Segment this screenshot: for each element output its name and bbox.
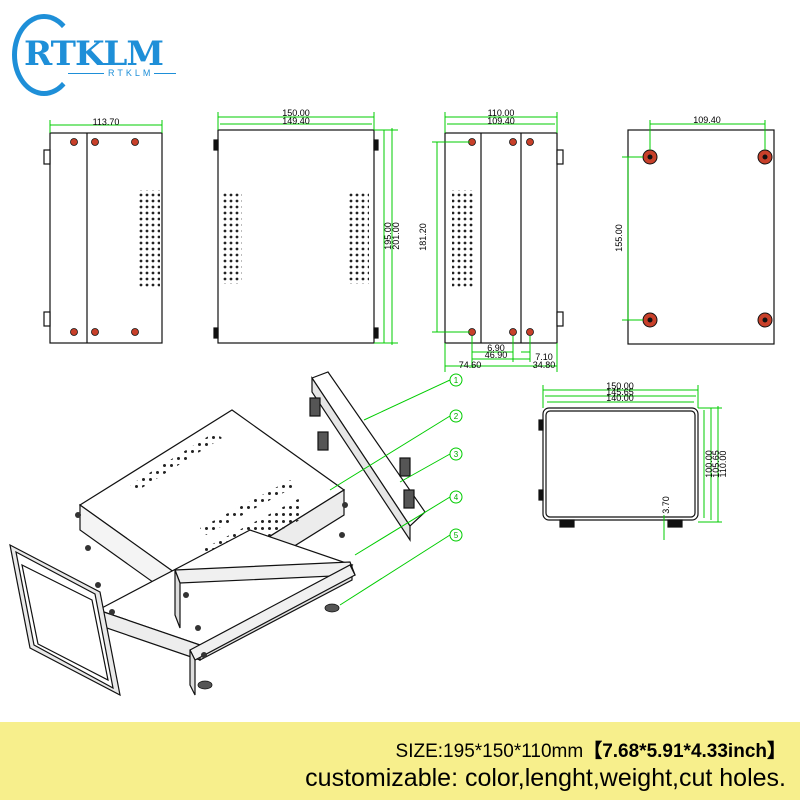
logo-rule-right <box>154 73 176 74</box>
bottom-feet <box>642 149 773 328</box>
callout-2: 2 <box>454 412 459 421</box>
front-view-outline <box>217 129 375 344</box>
technical-drawing: 113.70 150.00 149.40 195.00 201.00 <box>9 108 775 697</box>
dim-end-h1: 100.00 <box>704 450 714 478</box>
back-screws <box>468 138 534 336</box>
callout-circle-3 <box>449 447 463 461</box>
callout-circle-1 <box>449 373 463 387</box>
info-banner: SIZE:195*150*110mm【7.68*5.91*4.33inch】 c… <box>0 722 800 800</box>
dim-bottom-width: 109.40 <box>693 115 721 125</box>
size-inch: 【7.68*5.91*4.33inch】 <box>583 741 786 762</box>
dim-back-d5: 34.80 <box>533 360 556 370</box>
end-view-outline <box>542 407 699 521</box>
callout-3: 3 <box>454 450 459 459</box>
bottom-view <box>627 129 775 345</box>
front-vent-right <box>349 192 369 284</box>
back-view <box>444 132 564 344</box>
dim-end-h2: 105.65 <box>711 450 721 478</box>
front-dimension <box>217 112 398 345</box>
dim-end-w1: 150.00 <box>606 381 634 391</box>
logo-rule-left <box>68 73 104 74</box>
logo-text: RTKLM <box>24 34 164 74</box>
dim-back-inner: 109.40 <box>487 116 515 126</box>
back-vent-holes <box>452 190 474 288</box>
dim-side-width: 113.70 <box>93 117 120 127</box>
dim-end-h3: 110.00 <box>718 451 728 478</box>
dim-back-height: 181.20 <box>418 223 428 251</box>
end-dimension <box>542 385 722 540</box>
side-screws <box>70 138 139 336</box>
callout-5: 5 <box>454 531 459 540</box>
front-vent-left <box>222 192 242 284</box>
logo-ring-icon <box>12 14 76 96</box>
logo-subtext: RTKLM <box>108 68 154 78</box>
back-view-outline <box>444 132 558 344</box>
dim-front-inner: 149.40 <box>282 116 310 126</box>
dim-end-w2: 145.65 <box>606 387 634 397</box>
size-line: SIZE:195*150*110mm【7.68*5.91*4.33inch】 <box>396 736 786 763</box>
rubber-feet <box>197 603 340 690</box>
dim-front-height: 195.00 <box>383 222 393 250</box>
exploded-view <box>9 371 426 697</box>
exploded-screws <box>75 502 348 658</box>
callout-circle-5 <box>449 528 463 542</box>
end-view <box>538 407 699 528</box>
dim-front-outer: 150.00 <box>282 108 310 118</box>
dim-back-outer: 110.00 <box>488 108 515 118</box>
side-view <box>43 132 163 344</box>
dim-back-d1: 6.90 <box>487 343 505 353</box>
dim-back-d3: 74.60 <box>459 360 482 370</box>
side-dimension <box>49 120 163 133</box>
brand-logo: RTKLM RTKLM <box>4 6 179 96</box>
dim-back-d2: 46.90 <box>485 350 508 360</box>
callout-lines <box>329 373 463 606</box>
back-dimension <box>432 112 558 372</box>
side-vent-holes <box>138 190 160 288</box>
callout-circle-4 <box>449 490 463 504</box>
callout-1: 1 <box>454 376 459 385</box>
callout-4: 4 <box>454 493 459 502</box>
dim-end-w3: 140.00 <box>606 393 634 403</box>
dim-foot: 3.70 <box>661 496 671 514</box>
dim-bottom-height: 155.00 <box>614 224 624 252</box>
callout-circle-2 <box>449 409 463 423</box>
top-vents <box>130 432 222 491</box>
dim-back-d4: 7.10 <box>535 352 553 362</box>
customizable-line: customizable: color,lenght,weight,cut ho… <box>305 764 786 792</box>
side-view-outline <box>49 132 163 344</box>
bottom-dimension <box>622 120 766 321</box>
dim-front-total: 201.00 <box>391 222 401 250</box>
front-view <box>213 129 379 344</box>
size-mm: SIZE:195*150*110mm <box>395 741 584 762</box>
